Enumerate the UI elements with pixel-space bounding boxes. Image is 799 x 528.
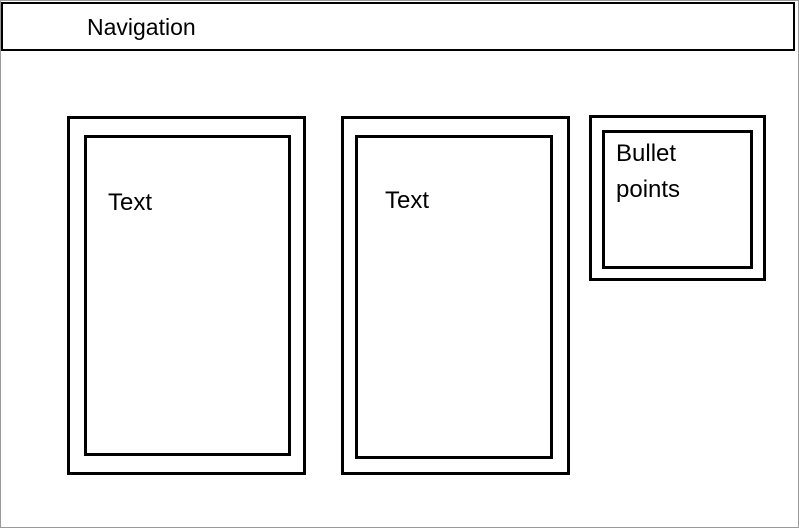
bullet-points-panel [589, 115, 766, 281]
bullet-points-label: Bullet points [616, 140, 681, 203]
text-panel-left-inner [84, 135, 291, 456]
text-panel-middle-label: Text [385, 187, 430, 214]
navigation-label: Navigation [87, 14, 196, 40]
text-panel-middle-inner [355, 135, 553, 459]
bullet-points-panel-inner [602, 130, 753, 269]
navigation-bar[interactable]: Navigation [1, 2, 795, 51]
text-panel-middle [341, 116, 570, 475]
text-panel-left-label: Text [108, 189, 153, 216]
text-panel-left [67, 116, 306, 475]
